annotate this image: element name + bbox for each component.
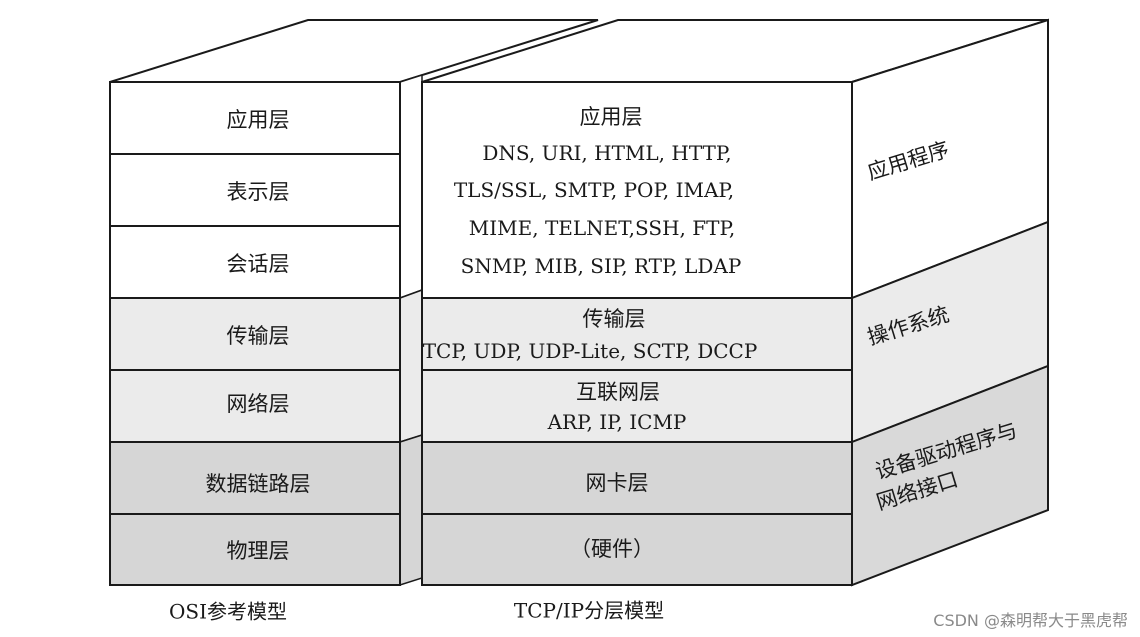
osi-row-transport <box>109 297 401 371</box>
tcpip-application-title: 应用层 <box>579 105 643 129</box>
osi-layer-application: 应用层 <box>226 108 290 132</box>
tcpip-internet-protocols: ARP, IP, ICMP <box>547 410 687 434</box>
osi-layer-transport: 传输层 <box>226 324 290 348</box>
osi-row-application <box>109 81 401 155</box>
tcpip-transport-title: 传输层 <box>582 307 646 331</box>
osi-layer-physical: 物理层 <box>226 539 290 563</box>
osi-side-face-top <box>399 73 423 300</box>
tcpip-row-internet <box>421 369 853 443</box>
tcpip-row-link <box>421 441 853 515</box>
tcpip-row-application <box>421 81 853 299</box>
tcpip-application-protocols-line2: TLS/SSL, SMTP, POP, IMAP, <box>453 178 735 202</box>
tcpip-hardware-title: （硬件） <box>570 537 654 561</box>
tcpip-block <box>421 18 1049 587</box>
osi-block <box>109 19 599 587</box>
tcpip-internet-title: 互联网层 <box>576 380 660 404</box>
osi-row-network <box>109 369 401 443</box>
osi-row-presentation <box>109 153 401 227</box>
tcpip-transport-protocols: TCP, UDP, UDP-Lite, SCTP, DCCP <box>422 339 758 363</box>
osi-layer-network: 网络层 <box>226 392 290 416</box>
tcpip-application-protocols-line1: DNS, URI, HTML, HTTP, <box>482 141 732 165</box>
tcpip-row-hardware <box>421 513 853 586</box>
osi-caption: OSI参考模型 <box>169 599 287 624</box>
tcpip-application-protocols-line4: SNMP, MIB, SIP, RTP, LDAP <box>460 254 742 278</box>
tcpip-caption: TCP/IP分层模型 <box>513 598 665 623</box>
osi-layer-session: 会话层 <box>226 252 290 276</box>
tcpip-row-transport <box>421 297 853 371</box>
osi-side-face-low <box>399 433 423 587</box>
tcpip-application-protocols-line3: MIME, TELNET,SSH, FTP, <box>468 216 736 240</box>
watermark-text: CSDN @森明帮大于黑虎帮 <box>933 611 1128 630</box>
osi-layer-presentation: 表示层 <box>226 180 290 204</box>
osi-side-face-mid <box>399 288 423 444</box>
osi-layer-datalink: 数据链路层 <box>205 472 311 496</box>
tcpip-link-title: 网卡层 <box>585 471 649 495</box>
osi-row-physical <box>109 513 401 586</box>
osi-row-datalink <box>109 441 401 515</box>
